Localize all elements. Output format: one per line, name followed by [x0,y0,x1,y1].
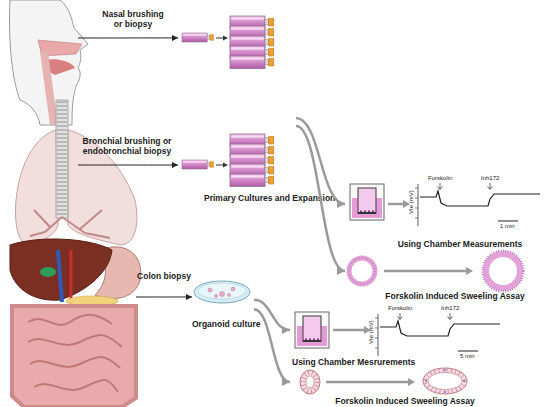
cell-nucleus [463,380,465,382]
trachea [56,100,68,218]
step-box: Nasal brushing or biopsy [78,10,174,66]
organoid-dot [215,295,218,298]
flow-arrow [296,126,345,271]
organoid-cells [426,371,465,392]
trace-label: Inh172 [481,175,499,181]
step-box: Using Chamber Mesrurements [290,306,520,368]
trace-label: Vte (mV) [368,320,374,344]
organoid-dot [228,294,231,297]
organoid-swollen [423,368,467,394]
process-arrow [216,38,223,39]
process-arrow [333,329,364,332]
organoid-dot [220,292,225,297]
artery [70,250,73,302]
flow-arrow [78,37,178,38]
pharynx [40,52,58,125]
arrow-head [466,267,473,275]
step-box: Primary Cultures and Expansion [178,12,296,204]
culture-flask [230,174,274,187]
cell-nucleus [444,369,446,371]
trachea-rings [57,101,68,217]
culture-flask [182,33,214,42]
cyst-small [349,258,375,284]
step-label: Using Chamber Mesrurements [292,358,520,368]
flow-arrow [254,300,290,330]
organoid-lumen [306,376,314,388]
process-arrow [216,165,223,166]
colon [12,306,136,407]
vein [58,250,62,302]
left-lung [16,130,58,245]
step-box: Using Chamber Measurements [345,180,545,250]
cell-nucleus [425,380,427,382]
head-outline [9,0,88,125]
step-label: Primary Cultures and Expansion [204,194,296,204]
step-box: Bronchial brushing or endobronchial biop… [78,137,176,193]
current-trace [415,183,540,226]
step-box: Forskolin Induced Sweeling Assay [290,368,520,407]
flow-arrow [78,165,178,166]
step-label: Colon biopsy [136,272,192,282]
petri-rim [198,283,246,299]
current-trace [375,313,500,356]
gallbladder [40,267,56,277]
organoid-lumen [428,373,462,390]
process-arrow [388,203,403,206]
ussing-chamber [350,184,384,220]
organoid-dot [231,287,235,291]
step-label: Forskolin Induced Sweeling Assay [290,397,520,407]
step-label: Using Chamber Measurements [375,240,545,250]
petri-dish [194,281,250,303]
organoid-dot [208,288,212,292]
arrow-head [223,163,228,168]
step-box: Colon biopsy [136,272,192,322]
step-label: Organoid culture [192,320,254,330]
process-arrow [384,270,466,273]
organoid-small [300,370,320,394]
trace-label: Vte (mV) [408,190,414,214]
culture-flask [230,56,274,69]
cell-nucleus [444,391,446,393]
bronchi [30,210,110,238]
flow-arrow [254,309,290,382]
arrow-head [223,36,228,41]
flow-arrow [136,296,192,297]
step-label: Nasal brushing or biopsy [98,10,168,30]
process-arrow [326,381,408,384]
arrow-head [408,378,415,386]
flow-arrow [296,118,345,204]
trace-label: Inh172 [441,305,459,311]
ussing-chamber [295,312,329,348]
cyst-cells [483,251,524,292]
step-box: Forskolin Induced Sweeling Assay [345,254,545,302]
step-box: Organoid culture [192,278,254,330]
trace-label: Forskolin [388,305,412,311]
small-intestine [28,315,122,392]
trace-label: 5 min [460,353,475,359]
cyst-cells [349,258,375,284]
organoid-cells [303,373,317,391]
step-label: Forskolin Induced Sweeling Assay [365,292,545,302]
connector-group [78,38,345,382]
trace-label: 1 min [500,223,515,229]
cyst-swollen [486,254,520,288]
step-label: Bronchial brushing or endobronchial biop… [78,137,176,157]
trace-label: Forskolin [428,175,452,181]
culture-flask [182,160,214,169]
